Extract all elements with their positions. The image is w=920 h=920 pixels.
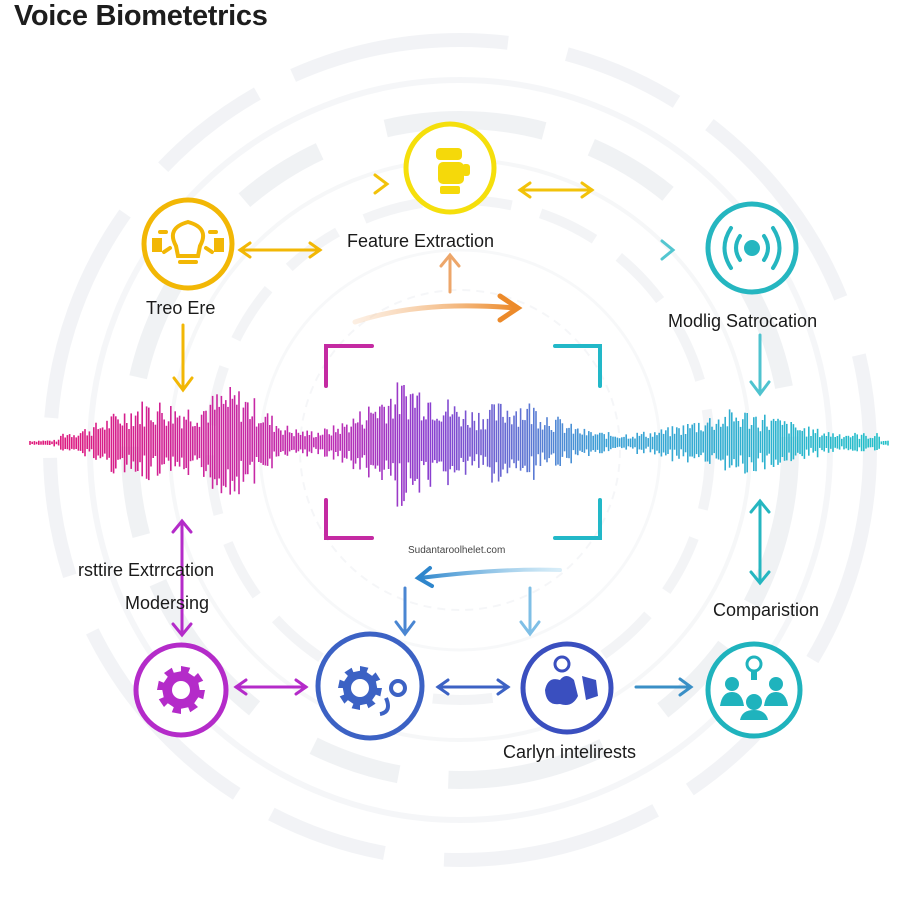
node-bottom-right xyxy=(705,641,803,739)
label-treo-ere: Treo Ere xyxy=(146,298,216,318)
lens-icon xyxy=(379,679,407,716)
voice-waveform xyxy=(29,382,889,507)
fist-icon xyxy=(436,148,470,194)
node-bottom-left xyxy=(133,642,229,738)
node-top-center xyxy=(403,121,497,215)
label-feature-extraction: Feature Extraction xyxy=(347,231,495,251)
node-bottom-center-left xyxy=(315,631,425,741)
node-top-left xyxy=(141,197,235,291)
arrows xyxy=(171,173,771,697)
page-title: Voice Biometetrics xyxy=(14,0,268,32)
label-modersing: Modersing xyxy=(125,593,210,613)
gear-icon xyxy=(338,666,382,710)
puzzle-icon xyxy=(545,655,598,705)
label-comparistion: Comparistion xyxy=(713,600,820,620)
broadcast-icon xyxy=(722,226,782,270)
people-icon xyxy=(720,655,788,720)
focus-frame xyxy=(324,344,602,540)
label-modlig-satrocation: Modlig Satrocation xyxy=(668,311,818,331)
label-carlyn-intelirests: Carlyn intelirests xyxy=(503,742,637,762)
node-top-right xyxy=(705,201,799,295)
label-watermark-url: Sudantaroolhelet.com xyxy=(408,545,506,556)
label-feature-extraction-left: rsttire Extrrcation xyxy=(78,560,215,580)
node-bottom-center-right xyxy=(520,641,614,735)
lightbulb-icon xyxy=(152,219,224,264)
gear-icon xyxy=(157,666,205,714)
